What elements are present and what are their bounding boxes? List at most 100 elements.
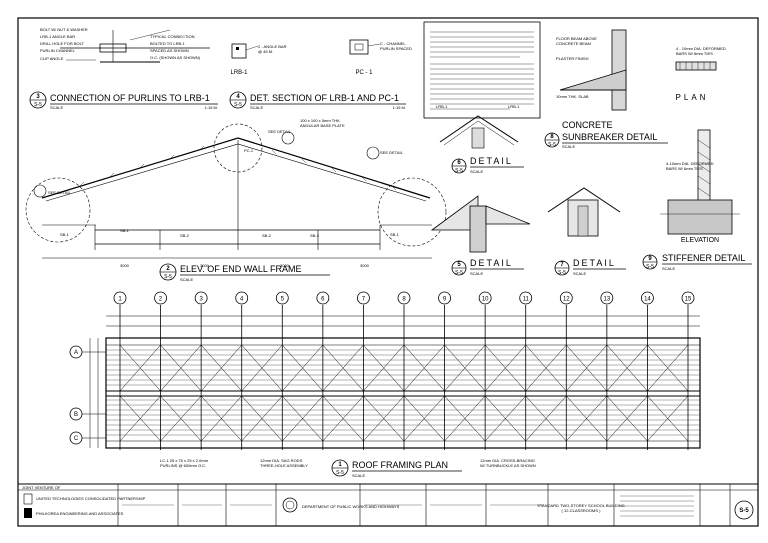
svg-text:6: 6: [457, 160, 461, 166]
firm-logo: [23, 493, 33, 505]
grid-row-label: B: [74, 412, 78, 418]
svg-text:SB-2: SB-2: [180, 233, 190, 238]
svg-text:2 - ANGLE BAR: 2 - ANGLE BAR: [258, 44, 287, 49]
detail-3-sheet-ref: S-5: [34, 102, 42, 108]
svg-text:SCALE: SCALE: [180, 277, 193, 282]
detail-5: 5 S-5 DETAIL SCALE: [430, 195, 531, 276]
general-notes-box: [423, 21, 541, 119]
firm-1: UNITED TECHNOLOGIES CONSOLIDATED PARTNER…: [36, 496, 146, 501]
grid-column-label: 15: [685, 297, 692, 303]
svg-text:S-5: S-5: [336, 470, 344, 476]
svg-text:LRB-1: LRB-1: [508, 104, 520, 109]
grid-column-label: 8: [402, 297, 406, 303]
grid-column-1: 1: [113, 291, 127, 450]
detail-7-title: DETAIL: [573, 258, 616, 268]
detail-9-title: STIFFENER DETAIL: [662, 253, 745, 263]
svg-text:PC-1: PC-1: [244, 148, 254, 153]
svg-text:SCALE: SCALE: [470, 271, 483, 276]
svg-text:12mm DIA. SAG RODS: 12mm DIA. SAG RODS: [260, 458, 303, 463]
svg-text:SCALE: SCALE: [562, 144, 575, 149]
svg-text:S-5: S-5: [455, 168, 463, 174]
grid-column-label: 14: [644, 297, 651, 303]
svg-text:SCALE: SCALE: [50, 105, 63, 110]
svg-text:4-10mm DIA. DEFORMED: 4-10mm DIA. DEFORMED: [666, 161, 714, 166]
svg-text:W/ TURNBUCKLE AS SHOWN: W/ TURNBUCKLE AS SHOWN: [480, 463, 536, 468]
roof-bay: [160, 344, 202, 442]
detail-8-title: SUNBREAKER DETAIL: [562, 132, 657, 142]
svg-text:@ 45 M.: @ 45 M.: [258, 49, 273, 54]
svg-text:1: 1: [338, 462, 342, 468]
svg-text:S-5: S-5: [558, 270, 566, 276]
detail-6-title: DETAIL: [470, 156, 513, 166]
grid-column-7: 7: [357, 291, 370, 450]
project-name: STANDARD TWO-STOREY SCHOOL BUILDING: [537, 503, 625, 508]
svg-text:3000: 3000: [200, 263, 210, 268]
detail-4-title: DET. SECTION OF LRB-1 AND PC-1: [250, 93, 399, 103]
detail-3-number: 3: [36, 94, 40, 100]
svg-text:S-5: S-5: [548, 142, 556, 148]
roof-bay: [200, 344, 242, 442]
svg-text:3000: 3000: [120, 263, 130, 268]
grid-column-label: 11: [523, 297, 530, 303]
svg-text:CLIP ANGLE: CLIP ANGLE: [40, 56, 64, 61]
svg-text:8: 8: [550, 134, 554, 140]
project-sub: ( 12-CLASSROOMS ): [562, 508, 602, 513]
svg-text:SCALE: SCALE: [250, 105, 263, 110]
detail-4-label: 4 S-5 DET. SECTION OF LRB-1 AND PC-1 SCA…: [229, 91, 406, 110]
dpwh-seal: [282, 497, 298, 513]
roof-bay: [647, 344, 689, 442]
svg-text:S-5: S-5: [164, 274, 172, 280]
roof-bay: [241, 344, 283, 442]
grid-column-14: 14: [641, 291, 654, 450]
grid-row-C: C: [69, 431, 106, 445]
svg-text:3000: 3000: [360, 263, 370, 268]
grid-column-9: 9: [438, 291, 451, 450]
roof-bay: [525, 344, 567, 442]
roof-bay: [444, 344, 486, 442]
grid-column-3: 3: [194, 291, 208, 450]
svg-text:BOLTED TO LRB-1: BOLTED TO LRB-1: [150, 41, 185, 46]
roof-bay: [363, 344, 405, 442]
svg-text:PLASTER FINISH: PLASTER FINISH: [556, 56, 589, 61]
department-name: DEPARTMENT OF PUBLIC WORKS AND HIGHWAYS: [302, 504, 400, 509]
svg-text:SEE DETAIL: SEE DETAIL: [380, 150, 404, 155]
grid-column-4: 4: [235, 291, 249, 450]
detail-3-connection-of-purlins: BOLT W/ NUT & WASHER LRB-1 ANGLE BAR DRI…: [29, 27, 218, 110]
svg-text:4 - 10mm DIA. DEFORMED: 4 - 10mm DIA. DEFORMED: [676, 46, 726, 51]
svg-text:BARS W/ 6mm TIES: BARS W/ 6mm TIES: [676, 51, 713, 56]
roof-bay: [282, 344, 324, 442]
firm-2: PHILKOREA ENGINEERING AND ASSOCIATES: [36, 511, 124, 516]
grid-column-label: 10: [482, 297, 489, 303]
svg-text:SEE DETAIL: SEE DETAIL: [268, 129, 292, 134]
grid-column-label: 4: [240, 297, 244, 303]
title-block: JOINT VENTURE OF UNITED TECHNOLOGIES CON…: [17, 483, 759, 527]
svg-text:9: 9: [648, 256, 652, 262]
svg-text:7: 7: [560, 262, 564, 268]
svg-text:SB-2: SB-2: [262, 233, 272, 238]
detail-5-title: DETAIL: [470, 258, 513, 268]
svg-text:LRB-1 ANGLE BAR: LRB-1 ANGLE BAR: [40, 34, 75, 39]
pc-1-label: PC - 1: [355, 70, 373, 76]
svg-text:5: 5: [457, 262, 461, 268]
svg-text:1:15 M.: 1:15 M.: [205, 105, 218, 110]
svg-text:SCALE: SCALE: [470, 169, 483, 174]
svg-text:12mm DIA. CROSS-BRACING: 12mm DIA. CROSS-BRACING: [480, 458, 535, 463]
grid-column-2: 2: [154, 291, 167, 450]
detail-3-title: CONNECTION OF PURLINS TO LRB-1: [50, 93, 210, 103]
lrb-1-label: LRB-1: [230, 70, 248, 76]
svg-text:SPACED AS SHOWN: SPACED AS SHOWN: [150, 48, 189, 53]
svg-text:LC-1.25 x 75 x 25 x 2.0mm: LC-1.25 x 75 x 25 x 2.0mm: [160, 458, 209, 463]
lrb-1-section: 2 - ANGLE BAR @ 45 M. LRB-1: [230, 43, 287, 76]
stiffener-plan: 4 - 10mm DIA. DEFORMED BARS W/ 6mm TIES …: [676, 46, 726, 102]
grid-column-11: 11: [519, 291, 533, 450]
svg-text:C - CHANNEL: C - CHANNEL: [380, 41, 406, 46]
firm-logo-2: [24, 508, 32, 518]
svg-text:S-5: S-5: [234, 102, 242, 108]
svg-text:S-5: S-5: [646, 264, 654, 270]
grid-column-label: 6: [321, 297, 325, 303]
svg-text:ANGULAR BASE PLATE: ANGULAR BASE PLATE: [300, 123, 345, 128]
grid-column-13: 13: [600, 291, 614, 450]
roof-bay: [606, 344, 648, 442]
svg-text:CONCRETE BEAM: CONCRETE BEAM: [556, 41, 591, 46]
